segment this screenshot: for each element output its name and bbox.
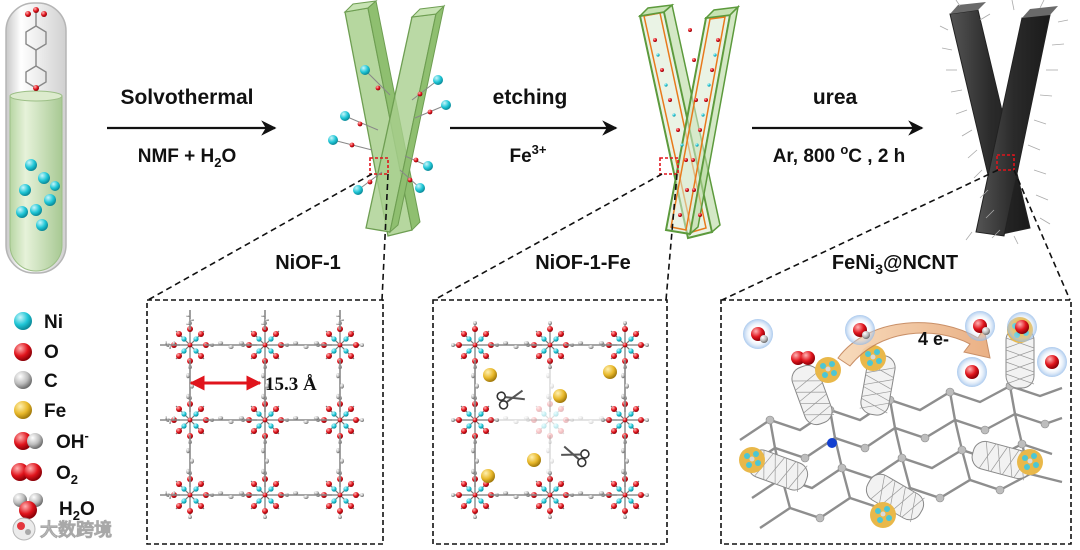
feni3-ncnt-crossed-rods [939, 0, 1069, 245]
framework-texture [653, 28, 720, 217]
legend-fe: Fe [44, 401, 66, 422]
scissors-icon [496, 389, 525, 410]
oh-minus-molecules [743, 311, 1067, 387]
electron-count: 4 e- [918, 329, 949, 349]
watermark: 大数跨境 [12, 517, 112, 541]
panel-niof1fe-lattice [432, 299, 668, 545]
step3-arrow: urea Ar, 800 oC , 2 h [752, 86, 924, 167]
niof1-crossed-rods [328, 0, 451, 237]
legend-ni-swatch [14, 312, 32, 330]
electron-transfer-arrow: 4 e- [837, 322, 991, 367]
label-feni3-ncnt: FeNi3@NCNT [832, 252, 958, 277]
legend-o2: O2 [56, 463, 78, 487]
test-tube [5, 2, 67, 274]
legend: Ni O C Fe OH- O2 H2O [11, 312, 95, 523]
step2-condition: etching [493, 86, 568, 109]
step3-condition: Ar, 800 oC , 2 h [773, 142, 906, 167]
panel-feni3-ncnt-surface: 4 e- [720, 299, 1072, 545]
zoom-guides [147, 169, 1071, 301]
step3-reagent: urea [813, 86, 858, 109]
nitrogen-dopant [827, 438, 837, 448]
zoom-box-3 [996, 154, 1015, 171]
pore-size-label: 15.3 Å [265, 374, 317, 395]
niof1fe-crossed-rods [637, 3, 741, 240]
label-niof1: NiOF-1 [275, 252, 341, 274]
nanotube-fuzz [939, 0, 1069, 245]
step1-condition: Solvothermal [120, 86, 253, 109]
panel-niof1-lattice: 15.3 Å [146, 299, 384, 545]
legend-fe-swatch [14, 401, 32, 419]
watermark-text: 大数跨境 [40, 519, 112, 541]
step1-arrow: Solvothermal NMF + H2O [107, 86, 277, 170]
label-niof1fe: NiOF-1-Fe [535, 252, 631, 274]
legend-c-swatch [14, 371, 32, 389]
coordinating-ni-ions [328, 65, 451, 195]
fe-ions [481, 365, 617, 483]
legend-oh: OH- [56, 428, 89, 453]
scissors-icon [561, 445, 590, 468]
legend-ni: Ni [44, 312, 63, 333]
zoom-box-2 [659, 157, 679, 175]
legend-o-swatch [14, 343, 32, 361]
legend-h2o: H2O [59, 499, 95, 523]
step1-solvent: NMF + H2O [138, 146, 237, 170]
step2-arrow: etching Fe3+ [450, 86, 618, 167]
o2-molecule [791, 351, 815, 365]
legend-oh-swatch [14, 432, 32, 450]
legend-o2-swatch [11, 463, 29, 481]
ni-ions-in-tube [16, 159, 60, 231]
step2-reagent: Fe3+ [509, 142, 546, 167]
legend-o: O [44, 342, 59, 363]
legend-c: C [44, 371, 58, 392]
